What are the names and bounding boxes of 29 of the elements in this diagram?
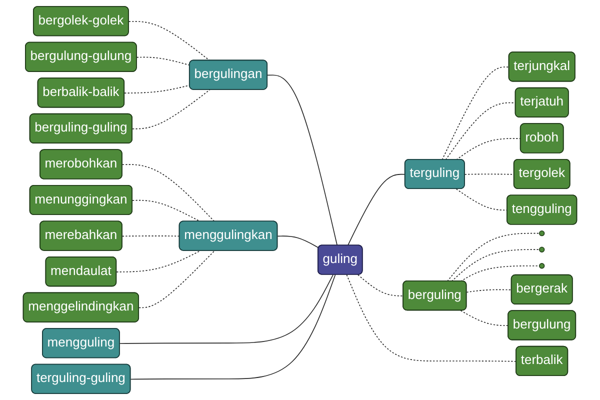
connector — [346, 274, 517, 362]
connector — [442, 66, 510, 160]
connector — [358, 274, 404, 296]
connector — [451, 249, 540, 282]
connector — [124, 84, 190, 94]
connector — [460, 310, 509, 326]
connector — [267, 74, 338, 246]
connector — [116, 250, 201, 272]
connector — [347, 174, 406, 246]
connector — [277, 236, 320, 248]
connector — [136, 56, 190, 66]
connector — [132, 200, 201, 222]
connector — [456, 188, 508, 211]
connector — [460, 265, 540, 282]
connector — [138, 250, 215, 308]
connector — [119, 274, 334, 344]
connector — [446, 232, 540, 282]
connector — [466, 289, 512, 293]
connector — [132, 89, 210, 130]
connector — [464, 174, 515, 175]
connector — [122, 164, 215, 222]
connector — [456, 138, 522, 160]
node-circle — [539, 263, 545, 269]
node-circle — [539, 246, 545, 252]
connector — [445, 102, 516, 160]
connector — [130, 274, 336, 380]
connector — [128, 21, 210, 61]
connector — [122, 236, 180, 237]
node-circle — [539, 230, 545, 236]
